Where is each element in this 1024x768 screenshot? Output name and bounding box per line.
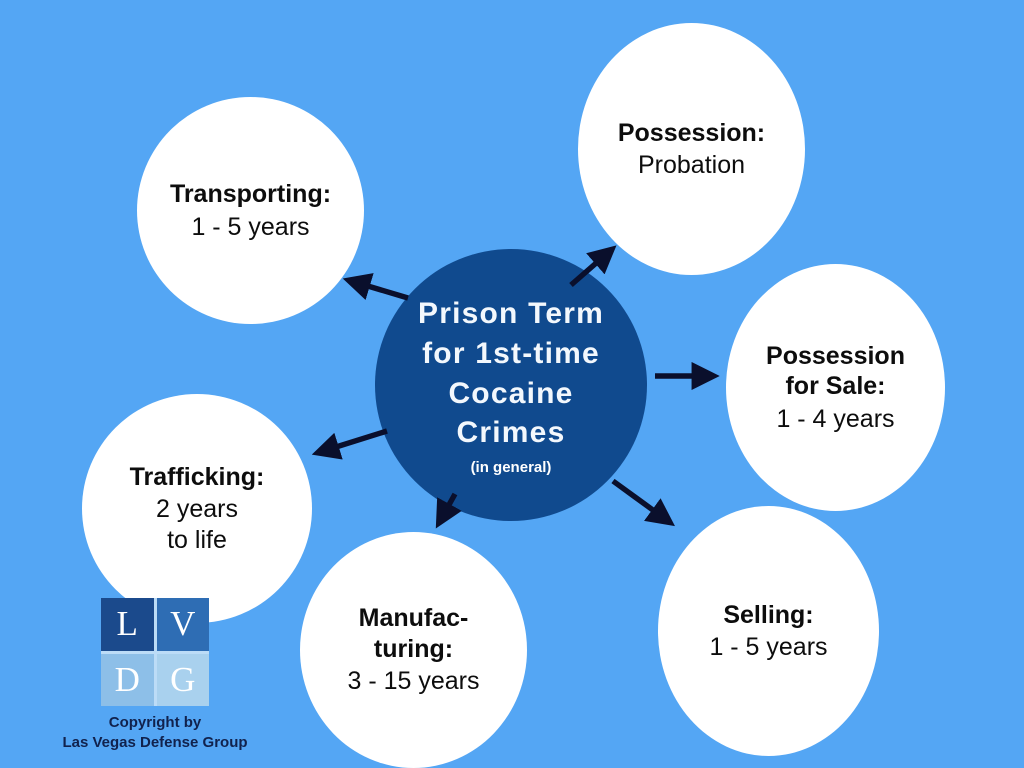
hub-title-line-4: Crimes — [456, 416, 566, 450]
bubble-possession-value: Probation — [637, 151, 746, 179]
hub-title-line-3: Cocaine — [448, 376, 574, 410]
bubble-manufacturing[interactable]: Manufac- turing: 3 - 15 years — [300, 532, 527, 768]
bubble-transporting[interactable]: Transporting: 1 - 5 years — [137, 97, 364, 324]
bubble-trafficking-title: Trafficking: — [129, 462, 265, 491]
hub-title: Prison Term for 1st-time Cocaine Crimes — [406, 294, 616, 454]
bubble-possession-for-sale[interactable]: Possession for Sale: 1 - 4 years — [726, 264, 945, 511]
bubble-selling-value: 1 - 5 years — [709, 633, 828, 661]
hub-title-line-2: for 1st-time — [422, 336, 600, 370]
arrow-to-selling — [611, 478, 675, 527]
bubble-selling-title: Selling: — [723, 600, 814, 629]
logo-cell-v: V — [156, 598, 209, 651]
logo-cell-d: D — [101, 653, 154, 706]
bubble-possession-for-sale-title: Possession for Sale: — [766, 341, 905, 401]
bubble-transporting-value: 1 - 5 years — [191, 212, 310, 241]
bubble-possession-title: Possession: — [617, 118, 766, 147]
copyright-line-2: Las Vegas Defense Group — [62, 733, 248, 751]
bubble-possession[interactable]: Possession: Probation — [578, 23, 805, 275]
bubble-trafficking-value: 2 years to life — [156, 495, 238, 554]
hub-subtitle: (in general) — [470, 459, 552, 477]
bubble-trafficking[interactable]: Trafficking: 2 years to life — [82, 394, 312, 623]
bubble-transporting-title: Transporting: — [169, 180, 332, 208]
bubble-manufacturing-title: Manufac- turing: — [358, 604, 469, 663]
bubble-possession-for-sale-value: 1 - 4 years — [776, 404, 895, 433]
center-hub: Prison Term for 1st-time Cocaine Crimes … — [375, 249, 647, 521]
copyright-line-1: Copyright by — [108, 714, 202, 731]
bubble-selling[interactable]: Selling: 1 - 5 years — [658, 506, 879, 756]
logo-block: L V D G Copyright by Las Vegas Defense G… — [60, 598, 250, 753]
logo-cell-l: L — [101, 598, 154, 651]
arrow-to-trafficking — [311, 428, 388, 460]
bubble-manufacturing-value: 3 - 15 years — [347, 667, 480, 696]
lvdg-logo-icon: L V D G — [101, 598, 209, 706]
logo-cell-g: G — [156, 653, 209, 706]
copyright-text: Copyright by Las Vegas Defense Group — [60, 713, 250, 753]
hub-title-line-1: Prison Term — [417, 296, 605, 330]
arrow-to-transporting — [342, 273, 409, 301]
